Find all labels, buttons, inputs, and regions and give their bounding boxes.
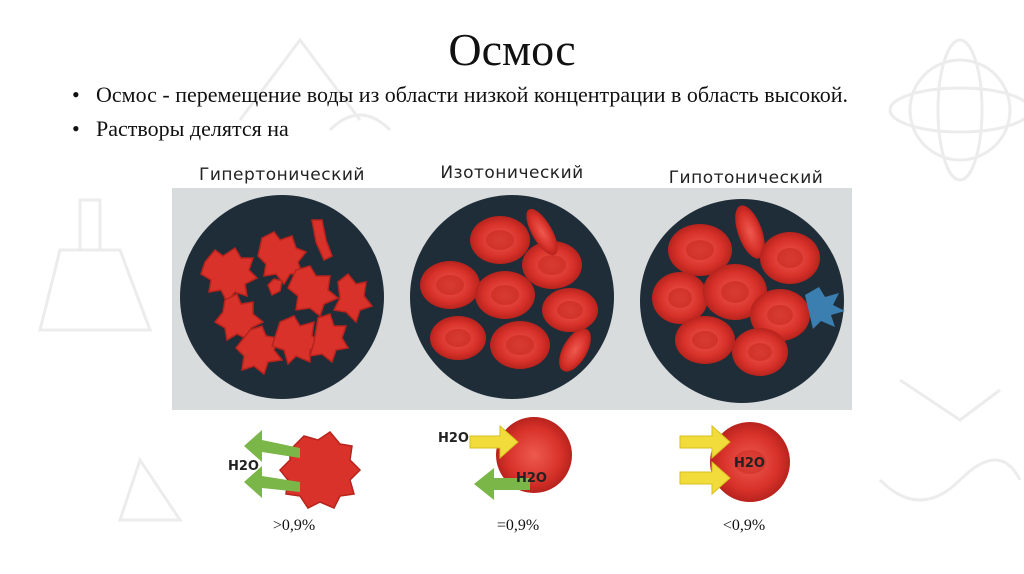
disc-hypotonic — [640, 199, 845, 403]
h2o-label: H2O — [516, 471, 547, 486]
bullet-item: Осмос - перемещение воды из области низк… — [72, 78, 848, 112]
disc-isotonic — [410, 195, 614, 399]
label-hypotonic: Гипотонический — [669, 168, 824, 188]
h2o-label: H2O — [734, 456, 765, 471]
percent-hypotonic: <0,9% — [722, 517, 766, 534]
disc-hypertonic — [180, 195, 384, 399]
bullet-list: Осмос - перемещение воды из области низк… — [72, 78, 848, 146]
illustration-hypotonic: H2O — [679, 422, 790, 502]
slide-title: Осмос — [448, 24, 576, 75]
percent-hypertonic: >0,9% — [272, 517, 316, 534]
bullet-item: Растворы делятся на — [72, 112, 848, 146]
label-isotonic: Изотонический — [440, 163, 583, 183]
percent-isotonic: =0,9% — [496, 517, 540, 534]
label-hypertonic: Гипертонический — [199, 165, 365, 185]
h2o-label: H2O — [228, 459, 259, 474]
illustration-hypertonic: H2O — [228, 430, 362, 509]
h2o-label: H2O — [438, 431, 469, 446]
illustration-isotonic: H2O H2O — [438, 417, 572, 500]
